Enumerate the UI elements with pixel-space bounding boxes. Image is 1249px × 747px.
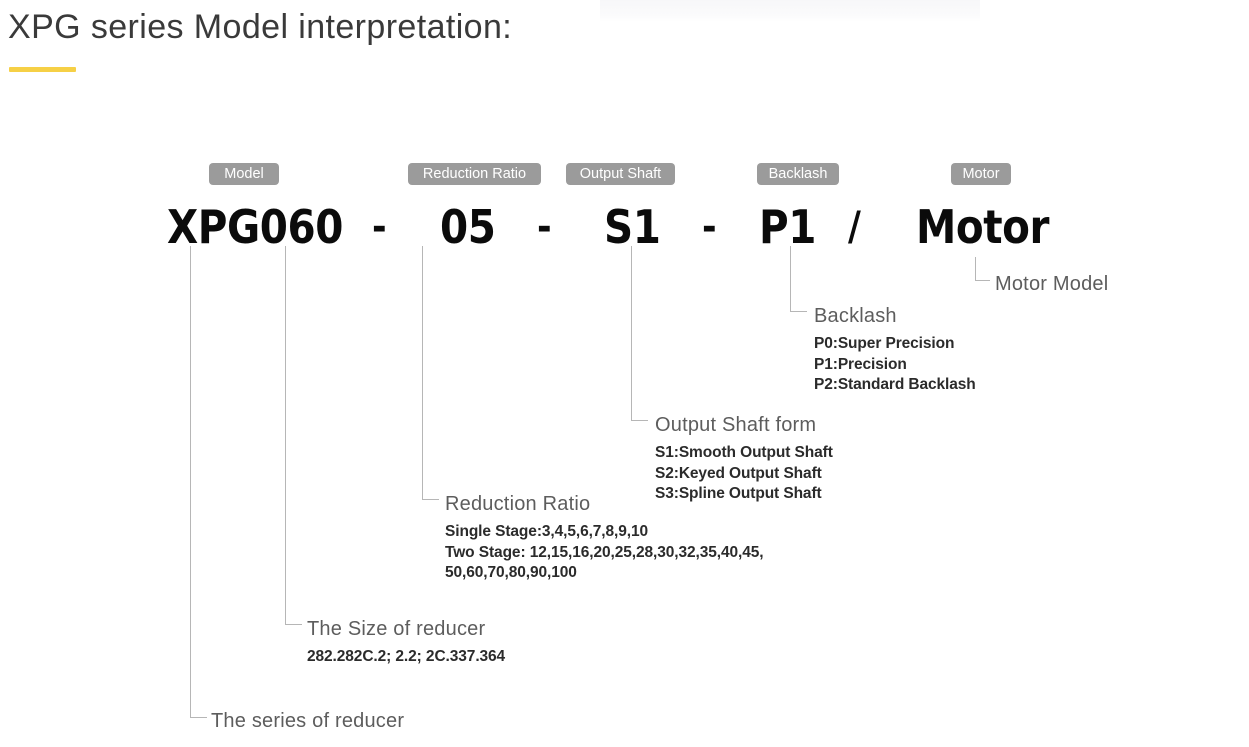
- callout-backlash: Backlash P0:Super Precision P1:Precision…: [814, 303, 976, 396]
- code-separator-3: -: [702, 204, 717, 250]
- callout-line: 50,60,70,80,90,100: [445, 564, 577, 581]
- callout-reduction-ratio-heading: Reduction Ratio: [445, 493, 591, 515]
- leader-elbow-motor-model: [975, 280, 990, 282]
- callout-reduction-ratio: Reduction Ratio Single Stage:3,4,5,6,7,8…: [445, 491, 764, 584]
- callout-size: The Size of reducer 282.282C.2; 2.2; 2C.…: [307, 616, 505, 668]
- code-separator-slash: /: [848, 204, 861, 250]
- callout-series-heading: The series of reducer: [211, 710, 405, 732]
- code-separator-1: -: [372, 204, 387, 250]
- badge-model: Model: [209, 163, 279, 185]
- callout-backlash-heading: Backlash: [814, 305, 897, 327]
- code-output-shaft: S1: [604, 200, 661, 254]
- callout-line: P2:Standard Backlash: [814, 376, 976, 393]
- code-backlash: P1: [759, 200, 816, 254]
- callout-output-shaft: Output Shaft form S1:Smooth Output Shaft…: [655, 412, 833, 505]
- callout-motor-model: Motor Model: [995, 272, 1108, 296]
- leader-line-motor-model: [975, 257, 977, 281]
- leader-elbow-reduction-ratio: [422, 499, 439, 501]
- callout-motor-model-heading: Motor Model: [995, 273, 1109, 295]
- leader-elbow-size: [285, 624, 302, 626]
- leader-elbow-series: [190, 717, 207, 719]
- callout-series: The series of reducer: [211, 709, 404, 733]
- callout-backlash-lines: P0:Super Precision P1:Precision P2:Stand…: [814, 334, 976, 396]
- badge-output-shaft: Output Shaft: [566, 163, 675, 185]
- callout-line: S1:Smooth Output Shaft: [655, 444, 833, 461]
- callout-line: P0:Super Precision: [814, 335, 955, 352]
- top-decorative-band: [600, 0, 980, 22]
- callout-line: Single Stage:3,4,5,6,7,8,9,10: [445, 523, 649, 540]
- callout-reduction-ratio-lines: Single Stage:3,4,5,6,7,8,9,10 Two Stage:…: [445, 522, 764, 584]
- badge-reduction-ratio: Reduction Ratio: [408, 163, 541, 185]
- code-series: XPG060: [167, 200, 343, 254]
- callout-line: S3:Spline Output Shaft: [655, 485, 822, 502]
- leader-line-output-shaft: [631, 246, 633, 421]
- leader-line-reduction-ratio: [422, 246, 424, 500]
- badge-backlash: Backlash: [757, 163, 839, 185]
- leader-line-size: [285, 246, 287, 625]
- leader-elbow-backlash: [790, 311, 807, 313]
- badge-motor: Motor: [951, 163, 1011, 185]
- callout-line: Two Stage: 12,15,16,20,25,28,30,32,35,40…: [445, 543, 764, 561]
- leader-elbow-output-shaft: [631, 420, 648, 422]
- leader-line-series: [190, 246, 192, 718]
- title-accent-rule: [9, 67, 76, 72]
- code-separator-2: -: [537, 204, 552, 250]
- callout-line: P1:Precision: [814, 355, 907, 373]
- page-title: XPG series Model interpretation:: [8, 8, 513, 46]
- callout-size-lines: 282.282C.2; 2.2; 2C.337.364: [307, 647, 505, 668]
- callout-output-shaft-heading: Output Shaft form: [655, 414, 817, 436]
- callout-output-shaft-lines: S1:Smooth Output Shaft S2:Keyed Output S…: [655, 443, 833, 505]
- callout-line: 282.282C.2; 2.2; 2C.337.364: [307, 648, 506, 665]
- code-reduction-ratio: 05: [440, 200, 496, 254]
- callout-size-heading: The Size of reducer: [307, 618, 486, 640]
- code-motor: Motor: [916, 200, 1050, 254]
- leader-line-backlash: [790, 246, 792, 312]
- callout-line: S2:Keyed Output Shaft: [655, 464, 822, 482]
